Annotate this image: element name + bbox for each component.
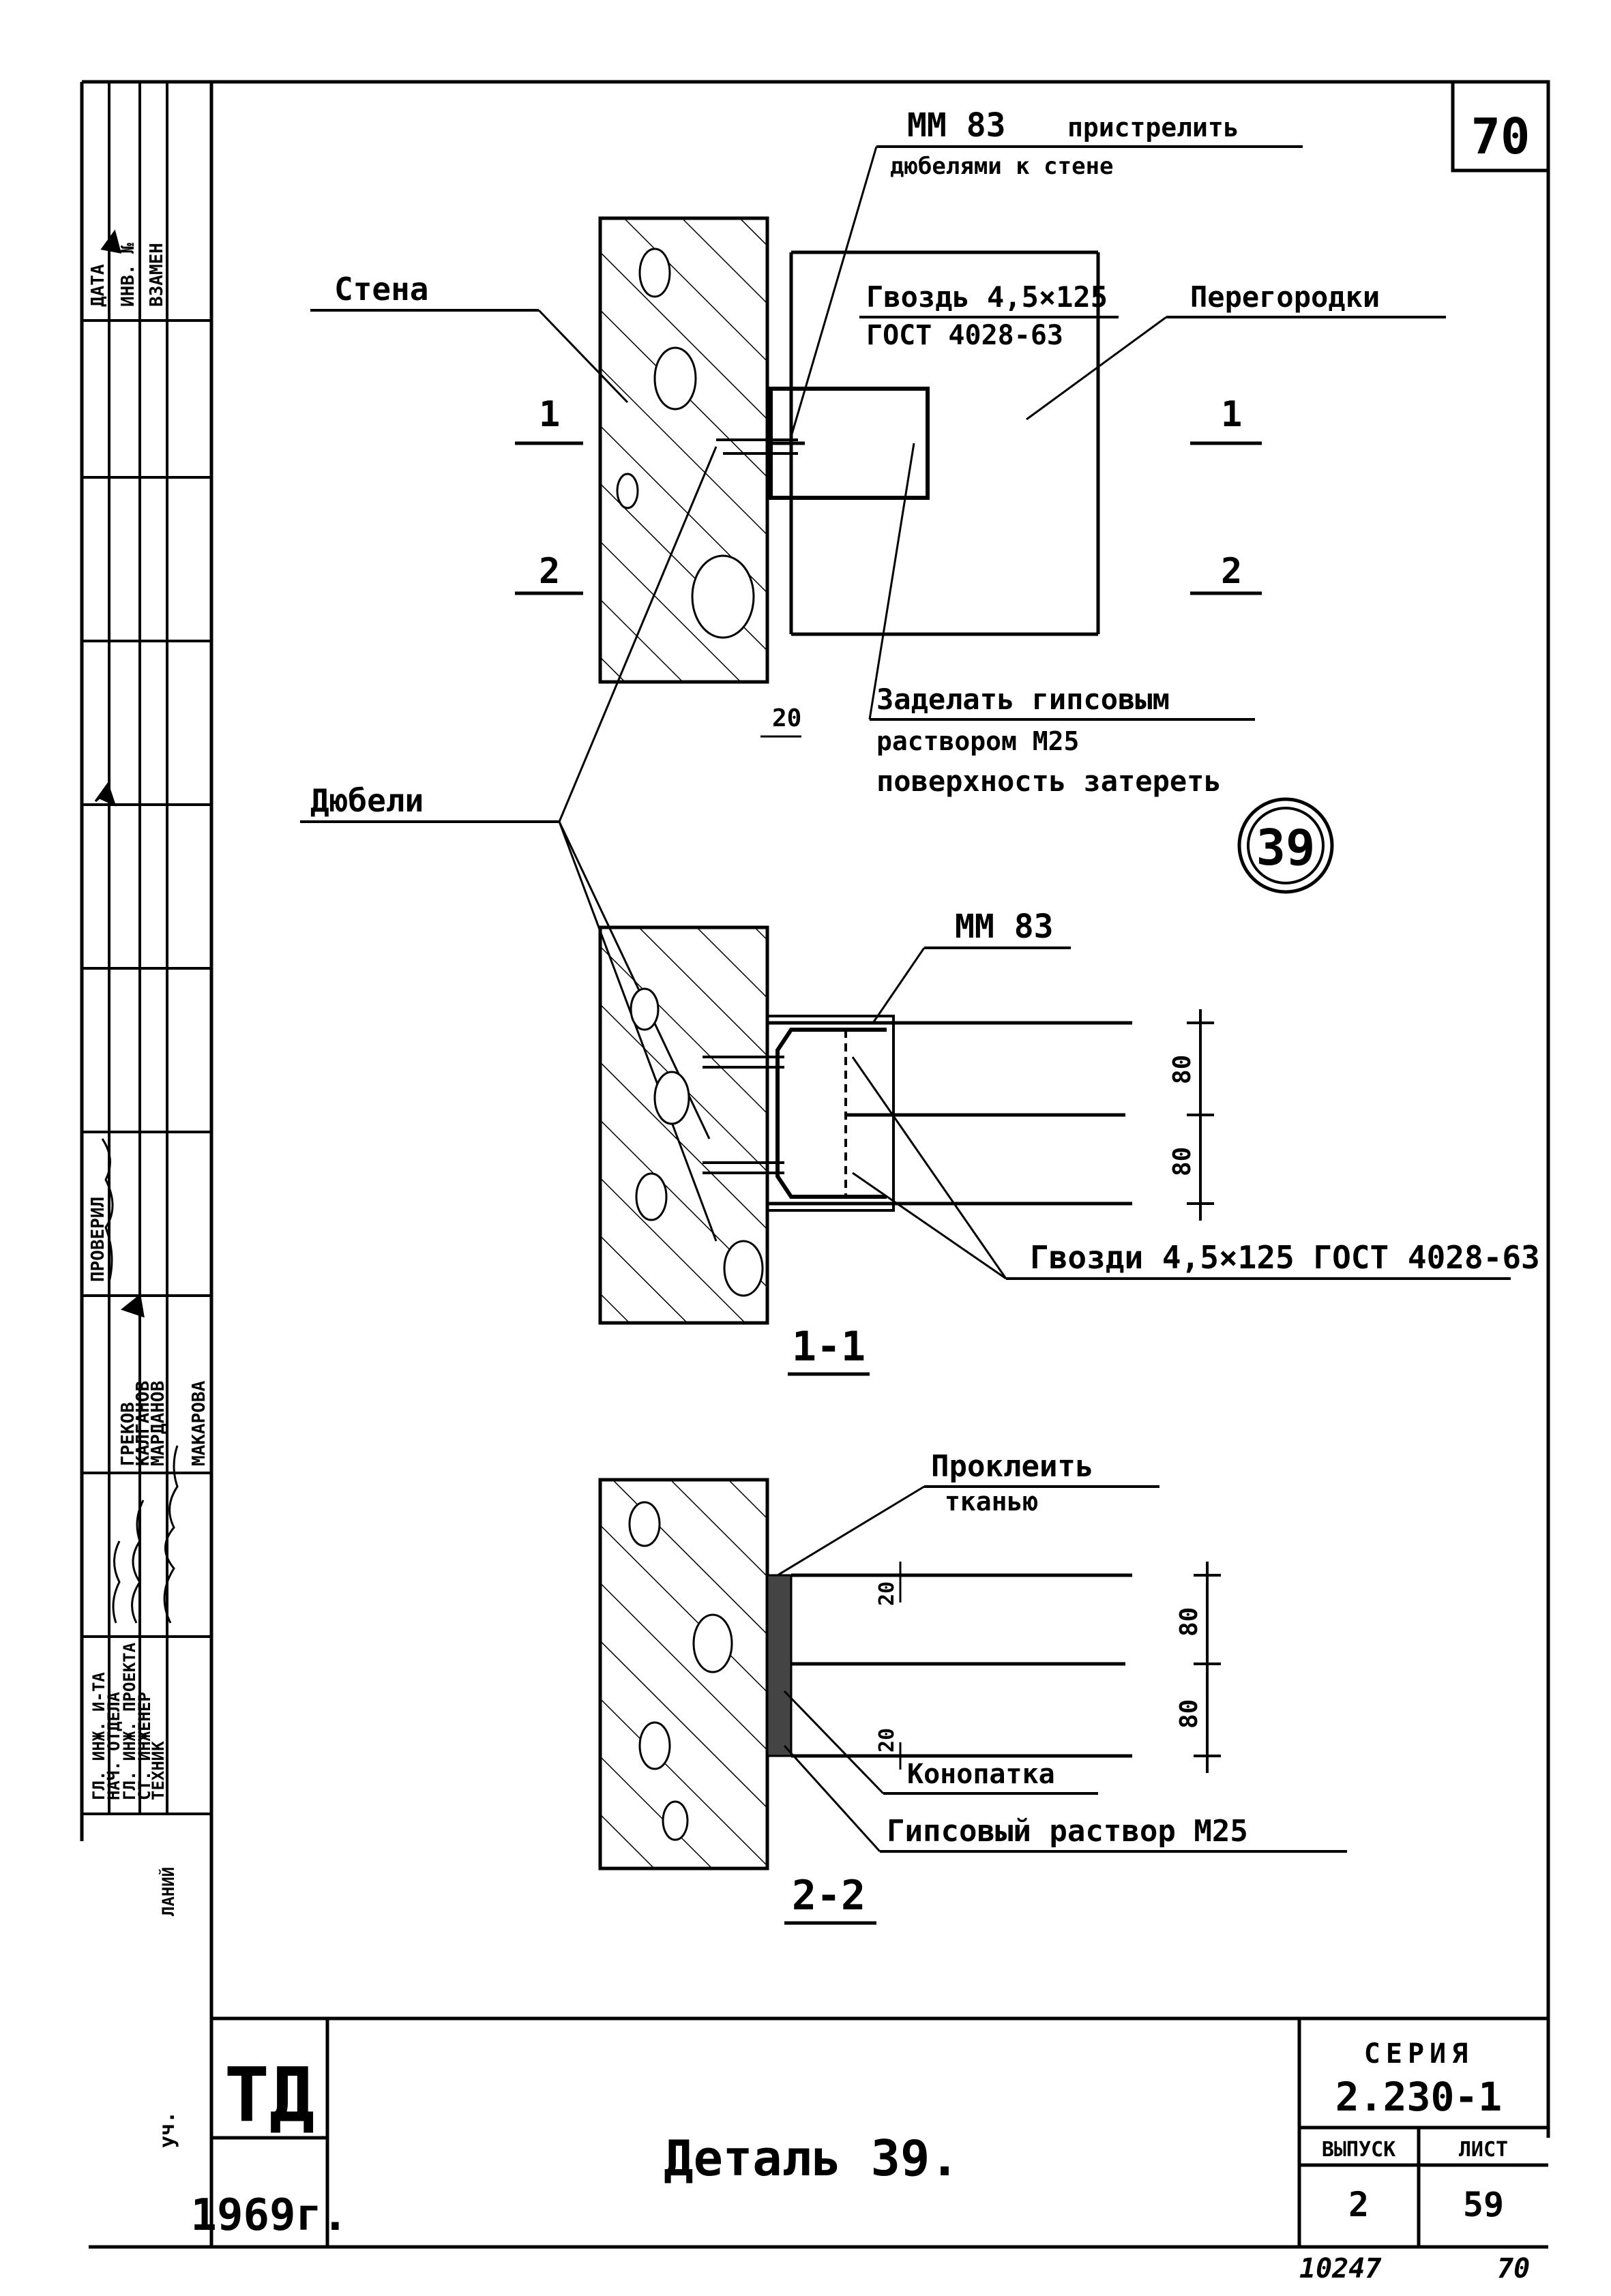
- partition-section-2-2: [791, 1573, 1132, 1758]
- bottom-sheet-number: 70: [1497, 2253, 1530, 2284]
- section-mark-2-right: 2: [1221, 551, 1242, 592]
- archive-number: 10247: [1299, 2253, 1381, 2284]
- section-mark-1-right: 1: [1221, 394, 1242, 435]
- dim-section-2-2-upper: 80: [1175, 1607, 1203, 1637]
- partition-plan: [769, 250, 1100, 636]
- series-value: 2.230-1: [1335, 2074, 1502, 2120]
- dowels-plan: [716, 438, 798, 455]
- section-title-1-1: 1-1: [792, 1323, 866, 1371]
- detail-number: 39: [1256, 819, 1316, 876]
- stamp-name-makarova: МАКАРОВА: [189, 1380, 209, 1466]
- gypsum-note-2: раствором М25: [876, 726, 1079, 756]
- nail-label-plan-2: ГОСТ 4028-63: [866, 320, 1063, 351]
- stamp-replacement-cell: ВЗАМЕН: [147, 243, 167, 307]
- issue-value: 2: [1348, 2185, 1369, 2224]
- stamp-bottom-label: ЛАНИЙ: [158, 1867, 178, 1916]
- caulk-leader-diag: [783, 1690, 885, 1795]
- callout-mm83-leader-diag: [790, 146, 878, 437]
- stamp-name-grekov: ГРЕКОВ: [118, 1402, 138, 1466]
- nail-label-plan-1: Гвоздь 4,5×125: [866, 280, 1108, 314]
- callout-mm83-note1: пристрелить: [1067, 113, 1239, 143]
- dim-section-2-2-lower: 80: [1175, 1699, 1203, 1729]
- callout-mm83-note2: дюбелями к стене: [890, 153, 1114, 180]
- section-mark-2-left: 2: [539, 551, 560, 592]
- stamp-role-chief-engineer: ГЛ. ИНЖ. И-ТА: [89, 1672, 108, 1800]
- gypsum-leader-diag: [868, 443, 915, 720]
- detail-number-circle-outer: [1237, 797, 1334, 894]
- wall-plan: [598, 216, 769, 684]
- sheet-number-top: 70: [1471, 108, 1531, 165]
- glue-label-2: тканью: [945, 1487, 1038, 1517]
- section-mark-1-left: 1: [539, 394, 560, 435]
- stamp-role-technician: ТЕХНИК: [149, 1741, 168, 1800]
- title-block-left-label: уч.: [156, 2111, 179, 2148]
- stamp-role-project-engineer: ГЛ. ИНЖ. ПРОЕКТА: [120, 1642, 139, 1800]
- side-stamp-grid: [82, 82, 211, 1815]
- signature-scribbles: [94, 229, 179, 1624]
- stamp-name-mardanov: МАРДАНОВ: [148, 1381, 168, 1466]
- glue-leader-diag: [777, 1485, 925, 1577]
- drawing-title: Деталь 39.: [664, 2130, 959, 2187]
- caulk-layer: [766, 1574, 793, 1757]
- sheet-number-box: [1451, 80, 1550, 173]
- gypsum-leader-section-diag: [783, 1744, 881, 1853]
- partition-section-1-1: [767, 1015, 1132, 1212]
- wall-label: Стена: [334, 271, 428, 308]
- stamp-inventory-cell: ИНВ. №: [118, 243, 138, 307]
- mm83-leader-section-diag: [872, 947, 926, 1024]
- stamp-column-check: ПРОВЕРИЛ: [88, 1197, 108, 1282]
- stamp-role-labels: ГЛ. ИНЖ. И-ТА НАЧ. ОТДЕЛА ГЛ. ИНЖ. ПРОЕК…: [89, 1642, 168, 1800]
- sheet-label: ЛИСТ: [1459, 2138, 1508, 2162]
- dim-section-1-1-upper: 80: [1168, 1055, 1196, 1084]
- dowels-label: Дюбели: [310, 782, 424, 819]
- dim-section-1-1-lower: 80: [1168, 1147, 1196, 1176]
- stamp-date-cell: ДАТА: [88, 264, 108, 307]
- sheet-frame: [80, 80, 1550, 2249]
- wall-section-1-1: [598, 925, 769, 1325]
- dowels-section-1-1: [703, 1056, 784, 1174]
- dim-small-section-2-2-lower: 20: [875, 1728, 899, 1753]
- wall-leader-diag: [537, 309, 629, 404]
- issue-label: ВЫПУСК: [1322, 2138, 1395, 2162]
- title-block-year: 1969г.: [190, 2190, 348, 2241]
- stamp-staff-names: ГРЕКОВ КАЛГАНОВ МАРДАНОВ МАКАРОВА: [118, 1380, 209, 1466]
- stamp-role-senior-engineer: СТ. ИНЖЕНЕР: [135, 1692, 154, 1800]
- dims-section-2-2: [1194, 1562, 1221, 1773]
- title-block-frame: [209, 2018, 1548, 2247]
- title-block-org: ТД: [224, 2051, 314, 2138]
- detail-number-circle-inner: [1247, 807, 1325, 884]
- callout-mm83-plan: ММ 83: [907, 106, 1006, 145]
- nails-label-section: Гвозди 4,5×125 ГОСТ 4028-63: [1030, 1239, 1540, 1276]
- gypsum-note-1: Заделать гипсовым: [876, 683, 1170, 716]
- dims-small-section-2-2: [887, 1562, 914, 1770]
- dims-section-1-1: [1187, 1009, 1214, 1221]
- partitions-label: Перегородки: [1190, 280, 1380, 314]
- series-label: СЕРИЯ: [1364, 2038, 1473, 2070]
- stamp-name-kalganov: КАЛГАНОВ: [133, 1381, 153, 1466]
- caulk-label: Конопатка: [907, 1759, 1055, 1790]
- sheet-value: 59: [1463, 2185, 1504, 2224]
- partitions-leader-diag: [1026, 316, 1167, 421]
- gypsum-label-section: Гипсовый раствор М25: [887, 1814, 1248, 1849]
- dim-small-section-2-2-upper: 20: [875, 1581, 899, 1606]
- dim-20-plan: 20: [772, 704, 801, 732]
- wall-section-2-2: [598, 1478, 769, 1870]
- nails-leader-diags: [851, 1056, 1007, 1280]
- mm83-label-section: ММ 83: [955, 908, 1054, 946]
- section-title-2-2: 2-2: [792, 1872, 866, 1920]
- gypsum-note-3: поверхность затереть: [876, 764, 1222, 798]
- stamp-role-dept-head: НАЧ. ОТДЕЛА: [104, 1692, 123, 1800]
- glue-label-1: Проклеить: [931, 1449, 1093, 1484]
